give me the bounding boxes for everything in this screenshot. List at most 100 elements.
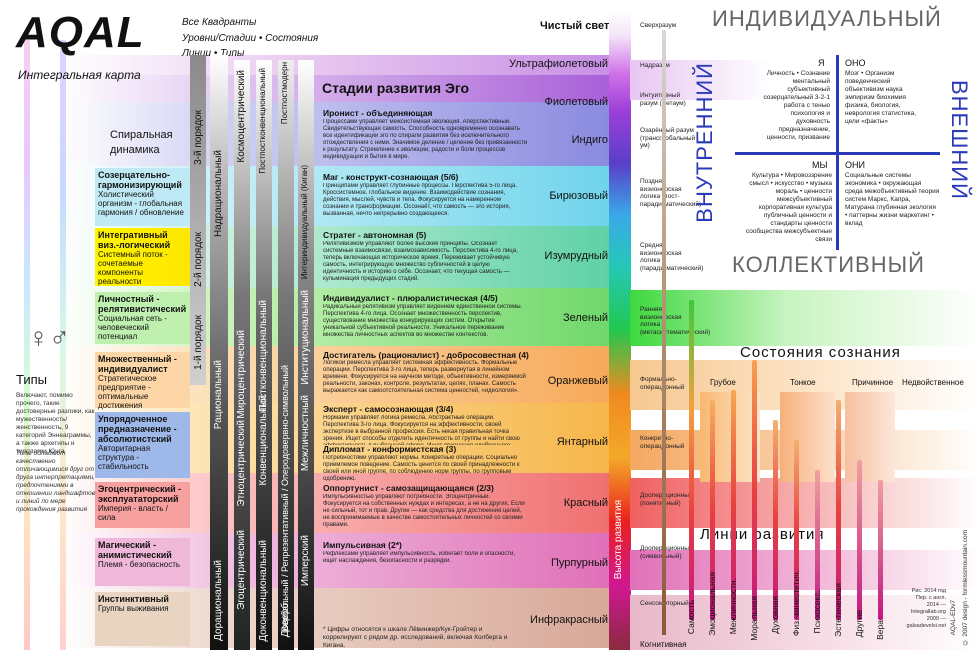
lr-title: ОНИ	[845, 160, 865, 170]
reason-label: Рациональный	[213, 360, 224, 430]
ur-title: ОНО	[845, 58, 866, 68]
gender-icon: ♀♂	[28, 322, 70, 353]
state-bar	[780, 392, 835, 482]
line-label: Физ.-кинестетич.	[791, 570, 801, 637]
state-bar	[700, 392, 760, 482]
stage-desc: Нормами управляет логика ремесла. Абстра…	[323, 415, 520, 445]
level-label: Надразум	[640, 62, 670, 69]
right-bg-purple	[630, 550, 980, 590]
stage-title: Эксперт - самосознающая (3/4)	[323, 404, 454, 414]
state-bar	[845, 392, 895, 482]
right-bg-bottom	[630, 595, 980, 650]
left-stripe-1	[24, 40, 30, 650]
line-bar	[878, 480, 883, 620]
ur-text: Мозг • Организм поведенческий объективиз…	[845, 70, 917, 125]
quadrant-left-label: ВНУТРЕННИЙ	[692, 62, 717, 223]
quadrant-right-label: ВНЕШНИЙ	[947, 80, 972, 200]
stage-color: Индиго	[571, 134, 608, 146]
line-bar	[857, 460, 862, 620]
line-bar	[794, 440, 799, 620]
credit-line: Рис. 2014 год	[911, 588, 946, 594]
top-light-label: Чистый свет	[540, 20, 610, 32]
altitude-label: Высота развития	[613, 500, 624, 580]
quadrant-lower-label: КОЛЛЕКТИВНЫЙ	[732, 252, 925, 277]
centric-label: Космоцентрический	[236, 70, 247, 163]
column-cognitive	[278, 60, 294, 650]
stage-color: Изумрудный	[544, 250, 608, 262]
level-label: Дооперационный (понятийный)	[640, 492, 693, 507]
state-label: Тонкое	[790, 378, 816, 387]
quadrant-h-line	[735, 152, 940, 155]
ul-text: Личность • Сознание ментальный субъектив…	[763, 70, 830, 141]
reason-label: Дорациональный	[213, 560, 224, 641]
line-bar	[836, 400, 841, 620]
centric-label: Эгоцентрический	[236, 530, 247, 610]
stage-desc: Принципами управляет глубинные процессы.…	[323, 183, 517, 217]
state-label: Причинное	[852, 378, 894, 387]
column-centric	[234, 60, 250, 650]
stage-title: Дипломат - конформистская (3)	[323, 444, 457, 454]
order-label: 3-й порядок	[193, 110, 204, 165]
state-label: Недвойственное	[902, 378, 964, 387]
line-label: Самость	[686, 600, 696, 635]
header-item: Все Квадранты	[182, 17, 257, 28]
stage-color: Красный	[563, 497, 608, 509]
subtitle: Интегральная карта	[18, 68, 141, 82]
types-desc: Включают, помимо прочего, такие достовер…	[16, 392, 95, 455]
level-label: Поздняя визионерская логика (пост-паради…	[640, 178, 702, 208]
kegan-label: Межличностный	[300, 395, 311, 472]
left-stripe-2	[60, 40, 66, 650]
altitude-bar	[609, 10, 631, 650]
credit-vertical: AQAL-EDv7	[950, 600, 957, 636]
stage-desc: Рефлексами управляет импульсивность, изб…	[323, 551, 515, 564]
stage-desc: Потребностями управляют нормы. Конкретны…	[323, 455, 520, 481]
lines-title: Линии развития	[700, 526, 825, 543]
header-item: Линии • Типы	[182, 48, 245, 59]
ll-title: МЫ	[812, 160, 828, 170]
kegan-label: Имперский	[300, 535, 311, 587]
line-bar	[815, 470, 820, 620]
stage-color: Оранжевый	[547, 375, 608, 387]
level-label: Средняя визионерская логика (парадигмати…	[640, 242, 704, 272]
conv-label: Постпостконвенциональный	[258, 68, 267, 174]
cognitive-line-label: Когнитивная	[640, 640, 687, 649]
right-bg-top	[630, 60, 980, 100]
column-orders	[190, 55, 206, 385]
line-bar	[752, 360, 757, 620]
kegan-label: Институциональный	[300, 290, 311, 385]
stage-title: Индивидуалист - плюралистическая (4/5)	[323, 293, 498, 303]
line-bar	[710, 400, 715, 620]
credit-vertical: © 2007 design - formlessmountain.com	[962, 530, 969, 646]
line-label: Эмоциональная	[707, 572, 717, 636]
header-item: Уровни/Стадии • Состояния	[182, 33, 319, 44]
kegan-label: Интериндивидуальный (Киган)	[300, 165, 309, 280]
spiral-item: Упорядоченное предназначение - абсолютис…	[95, 412, 190, 478]
ul-title: Я	[818, 58, 825, 68]
column-reason	[210, 55, 228, 650]
lr-text: Социальные системы экономика • окружающа…	[845, 172, 940, 227]
line-label: Другие	[854, 610, 864, 638]
stage-title: Стратег - автономная (5)	[323, 230, 427, 240]
line-label: Эстетическая	[833, 583, 843, 637]
conv-label: Конвенциональный	[258, 395, 269, 486]
app-title: AQAL	[16, 8, 145, 57]
level-label: Ранняя визионерская логика (метасистемат…	[640, 306, 711, 336]
right-bg-red	[630, 478, 980, 528]
footnote: * Цифры относятся к шкале Лёвинжер/Кук-Г…	[323, 626, 508, 649]
line-bar	[731, 390, 736, 620]
ego-stages-title: Стадии развития Эго	[322, 80, 470, 96]
stage-color: Ультрафиолетовый	[509, 58, 608, 70]
level-label: Озарённый разум (трансглобальный ум)	[640, 127, 696, 149]
cognitive-line	[662, 30, 666, 635]
conv-label: Доконвенциональный	[258, 540, 269, 642]
spiral-title: Спиральная динамика	[110, 129, 173, 156]
stage-color: Инфракрасный	[530, 614, 608, 626]
line-label: Духовная	[770, 596, 780, 634]
stage-color: Зеленый	[562, 312, 608, 324]
stage-title: Маг - конструкт-сознающая (5/6)	[323, 172, 459, 182]
stage-desc: Радикальный релятивизм управляет видение…	[323, 304, 523, 338]
